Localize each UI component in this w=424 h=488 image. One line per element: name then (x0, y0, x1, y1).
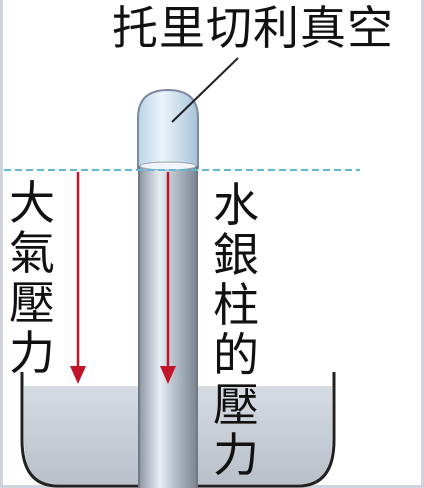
vacuum-region (137, 88, 199, 169)
mercury-meniscus (139, 161, 197, 171)
diagram-title: 托里切利真空 (112, 1, 394, 55)
mercury-column-pressure-label: 水銀柱的壓力 (213, 178, 259, 482)
vacuum-pointer (171, 57, 239, 123)
atmospheric-pressure-arrowhead (70, 366, 86, 384)
atmospheric-pressure-label: 大氣壓力 (9, 176, 55, 380)
mercury-pressure-arrowhead (160, 366, 176, 384)
